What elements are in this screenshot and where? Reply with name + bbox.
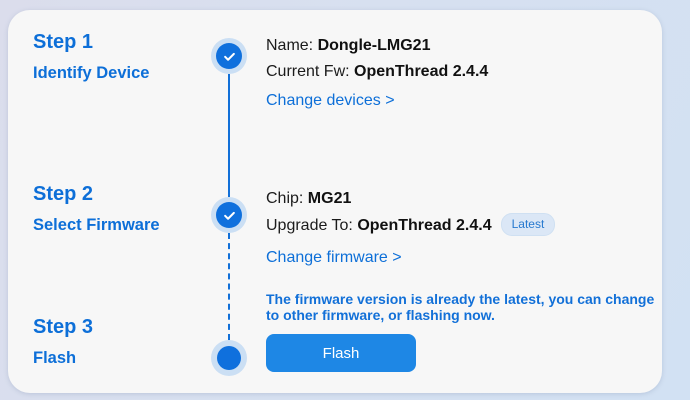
step3-subtitle: Flash xyxy=(33,349,77,367)
timeline-connector-dashed xyxy=(228,233,230,340)
latest-badge: Latest xyxy=(500,213,556,236)
firmware-wizard-card: Step 1 Identify Device Step 2 Select Fir… xyxy=(8,10,662,393)
flash-note-line2: to other firmware, or flashing now. xyxy=(266,306,495,323)
flash-note-line1: The firmware version is already the late… xyxy=(266,291,655,307)
device-fw-label: Current Fw: xyxy=(266,63,355,80)
step2-label-block: Step 2 Select Firmware xyxy=(33,183,160,235)
check-icon xyxy=(223,52,235,61)
step1-label-block: Step 1 Identify Device xyxy=(33,31,149,83)
step3-indicator-dot xyxy=(217,346,241,370)
change-devices-link[interactable]: Change devices > xyxy=(266,92,395,109)
change-firmware-link[interactable]: Change firmware > xyxy=(266,249,402,266)
device-name-label: Name: xyxy=(266,37,318,54)
flash-panel: The firmware version is already the late… xyxy=(266,291,655,372)
step3-label-block: Step 3 Flash xyxy=(33,316,93,368)
step1-indicator-circle xyxy=(216,43,242,69)
flash-button[interactable]: Flash xyxy=(266,334,416,372)
step1-indicator xyxy=(211,38,247,74)
step1-subtitle: Identify Device xyxy=(33,64,150,82)
flash-note: The firmware version is already the late… xyxy=(266,291,655,323)
device-name-value: Dongle-LMG21 xyxy=(317,37,431,54)
step3-indicator xyxy=(211,340,247,376)
upgrade-label: Upgrade To: xyxy=(266,217,358,234)
firmware-info-panel: Chip: MG21 Upgrade To: OpenThread 2.4.4 L… xyxy=(266,189,556,267)
chip-value: MG21 xyxy=(307,190,352,207)
chip-line: Chip: MG21 xyxy=(266,189,555,208)
upgrade-line: Upgrade To: OpenThread 2.4.4 Latest xyxy=(266,213,556,238)
step2-indicator xyxy=(211,197,247,233)
chip-label: Chip: xyxy=(266,190,308,207)
device-name-line: Name: Dongle-LMG21 xyxy=(266,36,488,55)
step2-title: Step 2 xyxy=(33,183,94,205)
step3-title: Step 3 xyxy=(33,316,94,338)
step2-subtitle: Select Firmware xyxy=(33,216,160,234)
device-fw-line: Current Fw: OpenThread 2.4.4 xyxy=(266,62,488,81)
upgrade-value: OpenThread 2.4.4 xyxy=(357,217,492,234)
device-info-panel: Name: Dongle-LMG21 Current Fw: OpenThrea… xyxy=(266,36,488,110)
step2-indicator-circle xyxy=(216,202,242,228)
check-icon xyxy=(223,211,235,220)
step1-title: Step 1 xyxy=(33,31,94,53)
device-fw-value: OpenThread 2.4.4 xyxy=(354,63,489,80)
timeline-connector-solid xyxy=(228,74,230,197)
